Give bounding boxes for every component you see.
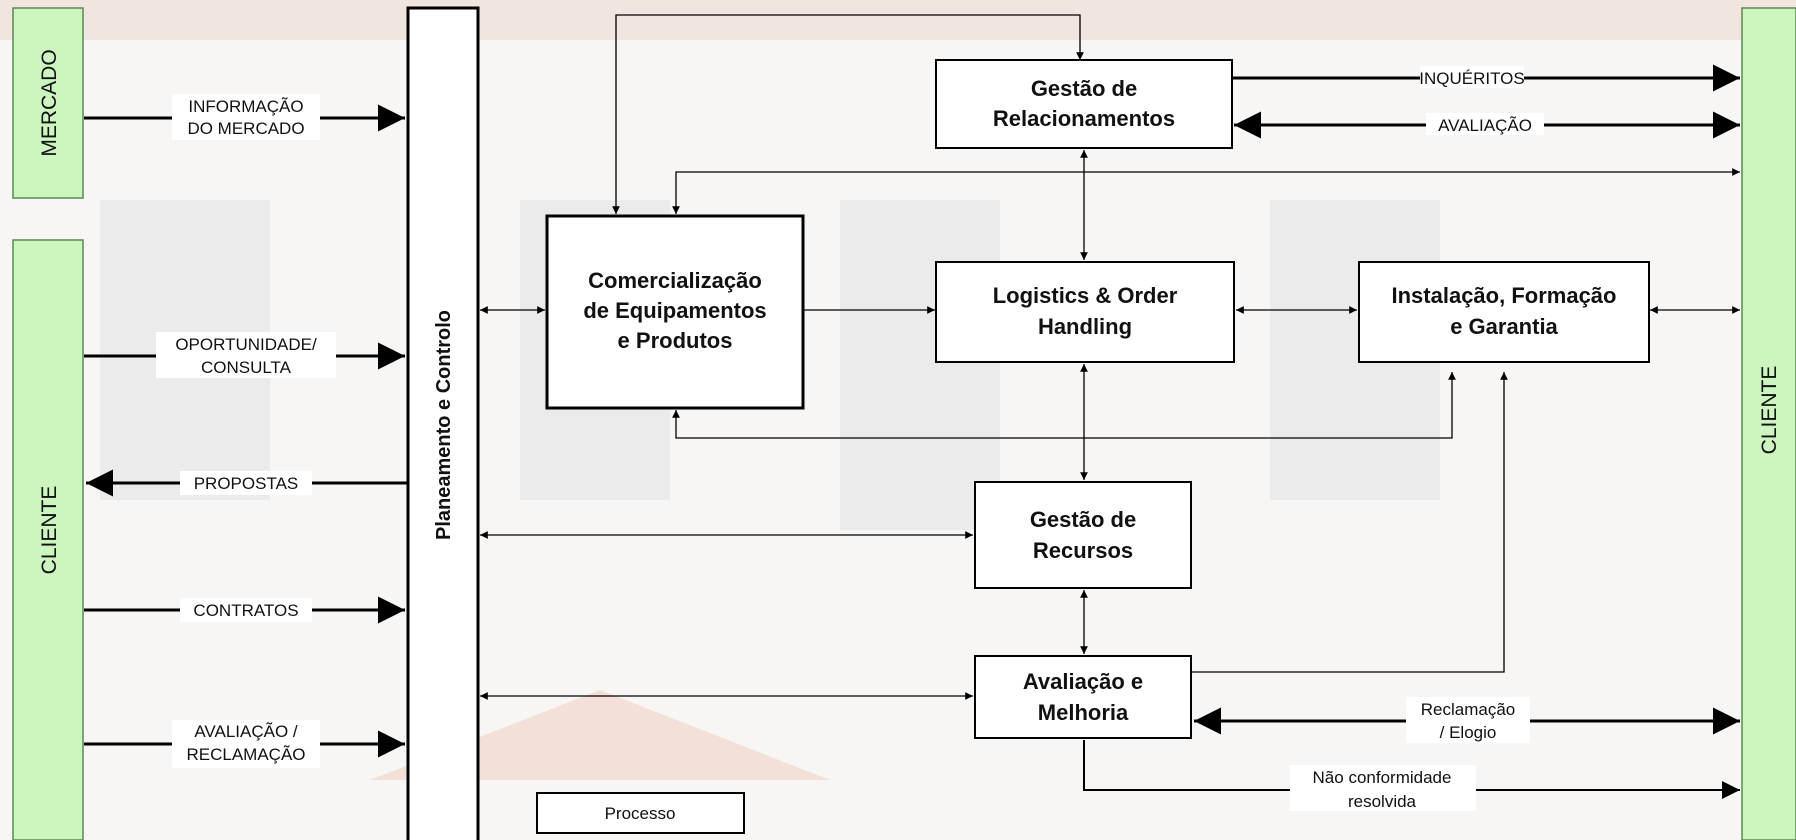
lane-cliente-right: CLIENTE <box>1741 7 1796 840</box>
lane-cliente-right-label: CLIENTE <box>1758 366 1781 455</box>
connectors <box>84 14 1740 799</box>
label-inqueritos: INQUÉRITOS <box>1419 66 1525 88</box>
label-avaliacao-right-text: AVALIAÇÃO <box>1438 116 1532 135</box>
box-logistics: Logistics & Order Handling <box>935 261 1235 363</box>
box-logistics-line2: Handling <box>1038 314 1132 339</box>
label-informacao-mercado: INFORMAÇÃO DO MERCADO <box>172 94 320 140</box>
arrow-comercializacao-cliente <box>672 168 1740 214</box>
lane-mercado: MERCADO <box>12 7 84 199</box>
label-oportunidade-line2: CONSULTA <box>201 358 292 377</box>
label-avaliacao-right: AVALIAÇÃO <box>1426 113 1544 135</box>
lane-mercado-label: MERCADO <box>38 49 61 156</box>
label-nao-conformidade-line2: resolvida <box>1348 792 1417 811</box>
box-gestao-recursos: Gestão de Recursos <box>974 481 1192 589</box>
label-informacao-line2: DO MERCADO <box>187 119 304 138</box>
box-comercializacao-line3: e Produtos <box>618 328 733 353</box>
label-avaliacao-reclamacao: AVALIAÇÃO / RECLAMAÇÃO <box>172 720 320 768</box>
lane-cliente-left: CLIENTE <box>12 239 84 840</box>
box-gestao-recursos-line2: Recursos <box>1033 538 1133 563</box>
box-gestao-relacionamentos-line1: Gestão de <box>1031 76 1137 101</box>
label-inqueritos-text: INQUÉRITOS <box>1419 69 1524 88</box>
label-nao-conformidade-line1: Não conformidade <box>1313 768 1452 787</box>
box-comercializacao-line2: de Equipamentos <box>583 298 766 323</box>
box-instalacao-line1: Instalação, Formação <box>1392 283 1617 308</box>
arrow-instalacao-avaliacao <box>1178 372 1508 676</box>
label-nao-conformidade: Não conformidade resolvida <box>1290 765 1476 811</box>
label-propostas-text: PROPOSTAS <box>194 474 299 493</box>
label-avaliacao-reclamacao-line2: RECLAMAÇÃO <box>186 745 305 764</box>
box-avaliacao-line1: Avaliação e <box>1023 669 1143 694</box>
lane-cliente-left-label: CLIENTE <box>38 486 61 575</box>
legend-processo: Processo <box>536 792 745 834</box>
legend-processo-label: Processo <box>605 804 676 823</box>
box-avaliacao-melhoria: Avaliação e Melhoria <box>974 655 1192 739</box>
box-gestao-recursos-line1: Gestão de <box>1030 507 1136 532</box>
label-reclamacao-elogio: Reclamação / Elogio <box>1406 697 1530 743</box>
arrow-top-loop <box>612 14 1084 214</box>
box-instalacao: Instalação, Formação e Garantia <box>1358 261 1650 363</box>
box-comercializacao-line1: Comercialização <box>588 268 762 293</box>
box-instalacao-line2: e Garantia <box>1450 314 1558 339</box>
box-logistics-line1: Logistics & Order <box>993 283 1178 308</box>
arrow-nao-conformidade <box>1083 740 1740 799</box>
label-reclamacao-line2: / Elogio <box>1440 723 1497 742</box>
box-comercializacao: Comercialização de Equipamentos e Produt… <box>545 214 805 410</box>
box-gestao-relacionamentos: Gestão de Relacionamentos <box>935 59 1233 149</box>
planeamento-controlo-label: Planeamento e Controlo <box>433 310 455 540</box>
label-oportunidade: OPORTUNIDADE/ CONSULTA <box>156 332 336 378</box>
label-reclamacao-line1: Reclamação <box>1421 700 1516 719</box>
label-oportunidade-line1: OPORTUNIDADE/ <box>175 335 317 354</box>
label-informacao-line1: INFORMAÇÃO <box>188 97 303 116</box>
label-contratos: CONTRATOS <box>180 598 312 622</box>
label-avaliacao-reclamacao-line1: AVALIAÇÃO / <box>194 722 298 741</box>
label-contratos-text: CONTRATOS <box>193 601 298 620</box>
planeamento-controlo-bar: Planeamento e Controlo <box>406 6 480 840</box>
box-avaliacao-line2: Melhoria <box>1038 700 1129 725</box>
label-propostas: PROPOSTAS <box>180 471 312 495</box>
box-gestao-relacionamentos-line2: Relacionamentos <box>993 106 1175 131</box>
